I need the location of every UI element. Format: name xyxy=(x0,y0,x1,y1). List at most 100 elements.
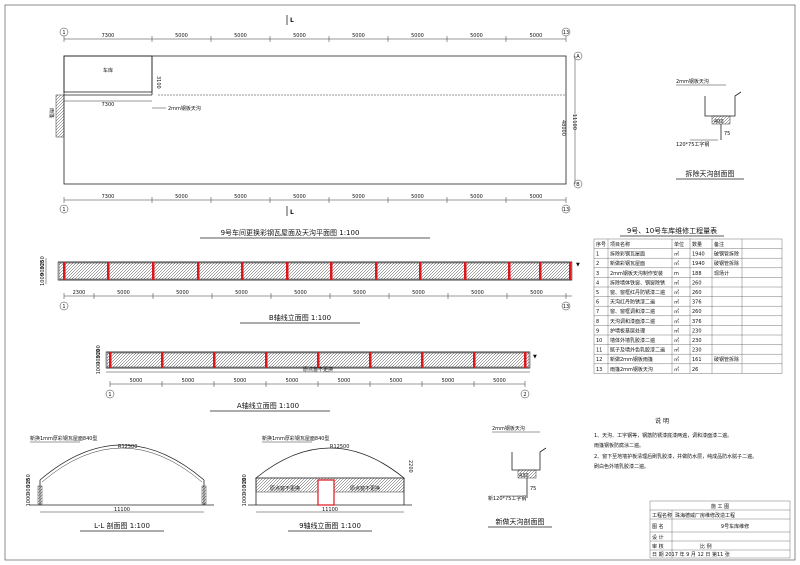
table-cell: ㎡ xyxy=(674,289,679,296)
table-cell: 260 xyxy=(692,280,702,286)
elevation-b-height-label: 300 xyxy=(40,260,46,270)
title-block-header: 施 工 图 xyxy=(711,503,729,510)
elevation-a-dim-label: 5000 xyxy=(182,378,195,384)
title-block: 施 工 图 工程名称 珠海德威厂房维修改造工程 图 名 9号车库维修 设 计 审… xyxy=(649,500,791,559)
elevation-a-title: A轴线立面图 1:100 xyxy=(237,401,299,410)
axis-top: A xyxy=(576,54,580,60)
elevation-a-window-note: 原点窗不更换 xyxy=(303,366,333,373)
gutter-old-note: 2mm钢板天沟 xyxy=(676,78,709,85)
plan-bottom-dim-label: 5000 xyxy=(470,194,483,200)
elevation-b-dim-label: 5000 xyxy=(412,290,425,296)
table-cell: 1940 xyxy=(692,252,705,258)
table-cell: 230 xyxy=(692,348,702,354)
elevation-a-height-label: 200 xyxy=(96,345,102,355)
table-cell: ㎡ xyxy=(674,327,679,334)
plan-top-dim-label: 5000 xyxy=(411,33,424,39)
notes-line-2: 雨篷钢板防腐涂二遍。 xyxy=(594,442,644,449)
table-cell: 破钢管拆除 xyxy=(714,251,739,258)
elevation-b-height-label: 900 xyxy=(40,266,46,276)
plan-bottom-dim-label: 5000 xyxy=(175,194,188,200)
elevation-9-roof-note: 新换1mm厚彩钢瓦屋面840型 xyxy=(262,435,329,442)
column-mark xyxy=(213,352,216,368)
table-cell: ㎡ xyxy=(674,251,679,258)
column-mark xyxy=(539,262,542,280)
elevation-b-dim-label: 2300 xyxy=(73,290,86,296)
title-block-drawing-name: 9号车库维修 xyxy=(721,523,749,530)
elevation-a-height-label: 300 xyxy=(96,349,102,359)
plan-top-dim-label: 5000 xyxy=(470,33,483,39)
table-header: 备注 xyxy=(714,241,724,248)
plan-bottom-dim-label: 5000 xyxy=(352,194,365,200)
elevation-b-dim-label: 5000 xyxy=(530,290,543,296)
table-cell: 5 xyxy=(596,290,599,296)
column-mark xyxy=(197,262,200,280)
table-cell: 260 xyxy=(692,309,702,315)
elevation-b-end-mark: ▼ xyxy=(576,262,580,268)
section-mark-top: L xyxy=(290,17,294,24)
column-mark xyxy=(63,262,66,280)
elevation-a-dim-label: 5000 xyxy=(130,378,143,384)
table-header: 序号 xyxy=(596,241,606,248)
section-ll-roof-note: 新换1mm厚彩钢瓦屋面840型 xyxy=(30,435,97,442)
plan-title: 9号车间更换彩钢瓦屋面及天沟平面图 1:100 xyxy=(221,228,360,237)
sheet-frame xyxy=(4,4,796,561)
column-mark xyxy=(369,352,372,368)
table-cell: 7 xyxy=(596,309,599,315)
elevation-a-dim-label: 5000 xyxy=(338,378,351,384)
elevation-9-door xyxy=(317,479,335,506)
plan-top-dim-label: 5000 xyxy=(175,33,188,39)
elevation-9: 新换1mm厚彩钢瓦屋面840型 R12500 原点窗不更换 原点窗不更换 100… xyxy=(242,435,413,532)
axis-right-top: 13 xyxy=(563,30,569,36)
height-small: 3100 xyxy=(155,76,161,89)
elevation-b-axis-right: 13 xyxy=(563,304,569,310)
column-mark xyxy=(152,262,155,280)
section-mark-bottom: L xyxy=(290,209,294,216)
elevation-a-axis-left: 1 xyxy=(108,392,111,398)
table-cell: ㎡ xyxy=(674,308,679,315)
elevation-a-dim-label: 5000 xyxy=(442,378,455,384)
elevation-9-height-label: 200 xyxy=(242,474,248,484)
table-cell: 护墙板基层处理 xyxy=(610,327,645,334)
notes-title: 说 明 xyxy=(655,417,669,425)
room-label: 车库 xyxy=(103,67,113,74)
table-header: 单位 xyxy=(674,241,684,248)
title-block-project-name: 珠海德威厂房维修改造工程 xyxy=(675,512,735,519)
column-mark xyxy=(161,352,164,368)
table-cell: 11 xyxy=(596,348,602,354)
table-cell: 376 xyxy=(692,300,702,306)
column-mark xyxy=(375,262,378,280)
gutter-detail-new: 2mm钢板天沟 430 75 新120*75工字钢 新做天沟剖面图 xyxy=(488,425,552,528)
table-cell: m xyxy=(674,271,679,277)
table-cell: 天沟调和漆面漆二遍 xyxy=(610,318,655,325)
gutter-old-beam: 120*75工字钢 xyxy=(676,141,709,148)
notes-line-3: 2、窗下至地墙护板清理后刷乳胶漆，并做防水层，纯成品防水腻子二遍。 xyxy=(594,453,757,460)
table-cell: 230 xyxy=(692,328,702,334)
elevation-a-columns xyxy=(109,352,527,368)
table-cell: 腻子及墙外色乳胶漆二遍 xyxy=(610,347,665,354)
table-cell: 4 xyxy=(596,280,599,286)
column-mark xyxy=(286,262,289,280)
section-ll-height-label: 1000 xyxy=(26,494,32,507)
gutter-note-plan: 2mm钢板天沟 xyxy=(168,105,201,112)
table-cell: ㎡ xyxy=(674,279,679,286)
table-cell: ㎡ xyxy=(674,337,679,344)
table-cell: 1 xyxy=(596,252,599,258)
plan-top-dim-label: 5000 xyxy=(293,33,306,39)
notes-block: 说 明 1、天沟、工字钢等，钢筋防锈漆底漆两遍，调和漆面漆二遍。 雨篷钢板防腐涂… xyxy=(594,417,757,470)
gutter-new-beam: 新120*75工字钢 xyxy=(488,495,526,502)
elevation-b-title: B轴线立面图 1:100 xyxy=(269,313,331,322)
elevation-a-height-label: 900 xyxy=(96,355,102,365)
axis-right-bottom: 13 xyxy=(563,207,569,213)
gutter-detail-old: 2mm钢板天沟 400 75 120*75工字钢 拆除天沟剖面图 xyxy=(676,78,744,180)
table-cell: 天沟红丹防锈漆二遍 xyxy=(610,299,655,306)
column-mark xyxy=(265,352,268,368)
side-label: 雨篷 xyxy=(48,108,55,118)
column-mark xyxy=(107,262,110,280)
